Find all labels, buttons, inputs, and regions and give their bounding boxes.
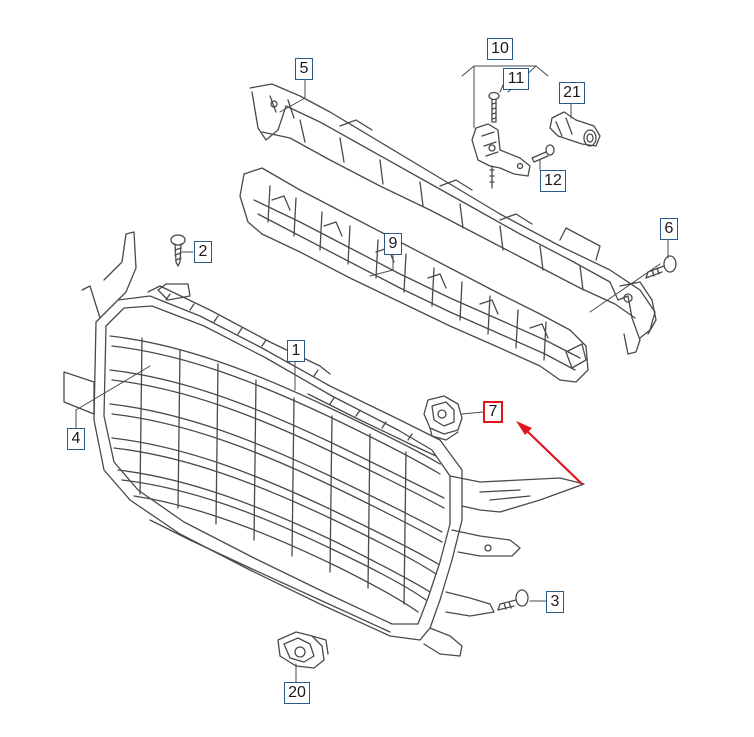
callout-1: 1 — [287, 340, 305, 362]
leader-lines — [75, 65, 669, 683]
callout-10: 10 — [487, 38, 513, 60]
callout-11: 11 — [503, 68, 529, 90]
clip-part-7 — [423, 395, 463, 441]
sensor-bracket-part-21 — [549, 111, 601, 147]
clip-part-20 — [277, 631, 329, 669]
upper-carrier-bracket-part-5 — [249, 83, 657, 355]
callout-2: 2 — [194, 241, 212, 263]
highlight-arrow — [516, 421, 583, 485]
screw-part-12 — [531, 144, 555, 163]
callout-12: 12 — [540, 170, 566, 192]
callout-3: 3 — [546, 591, 564, 613]
callout-5: 5 — [295, 58, 313, 80]
callout-6: 6 — [660, 218, 678, 240]
bolt-part-3 — [497, 589, 529, 611]
callout-21: 21 — [559, 82, 585, 104]
callout-9: 9 — [384, 233, 402, 255]
bracket-assembly-part-10 — [471, 91, 531, 189]
callout-4: 4 — [67, 428, 85, 450]
bolt-part-6 — [645, 255, 677, 279]
plate-part-4 — [63, 371, 95, 415]
callout-20: 20 — [284, 682, 310, 704]
grille-upper-strip-part-9 — [239, 167, 589, 383]
callout-7-highlighted: 7 — [483, 401, 503, 423]
screw-part-2 — [157, 234, 191, 301]
radiator-grille-part-1 — [81, 231, 585, 657]
